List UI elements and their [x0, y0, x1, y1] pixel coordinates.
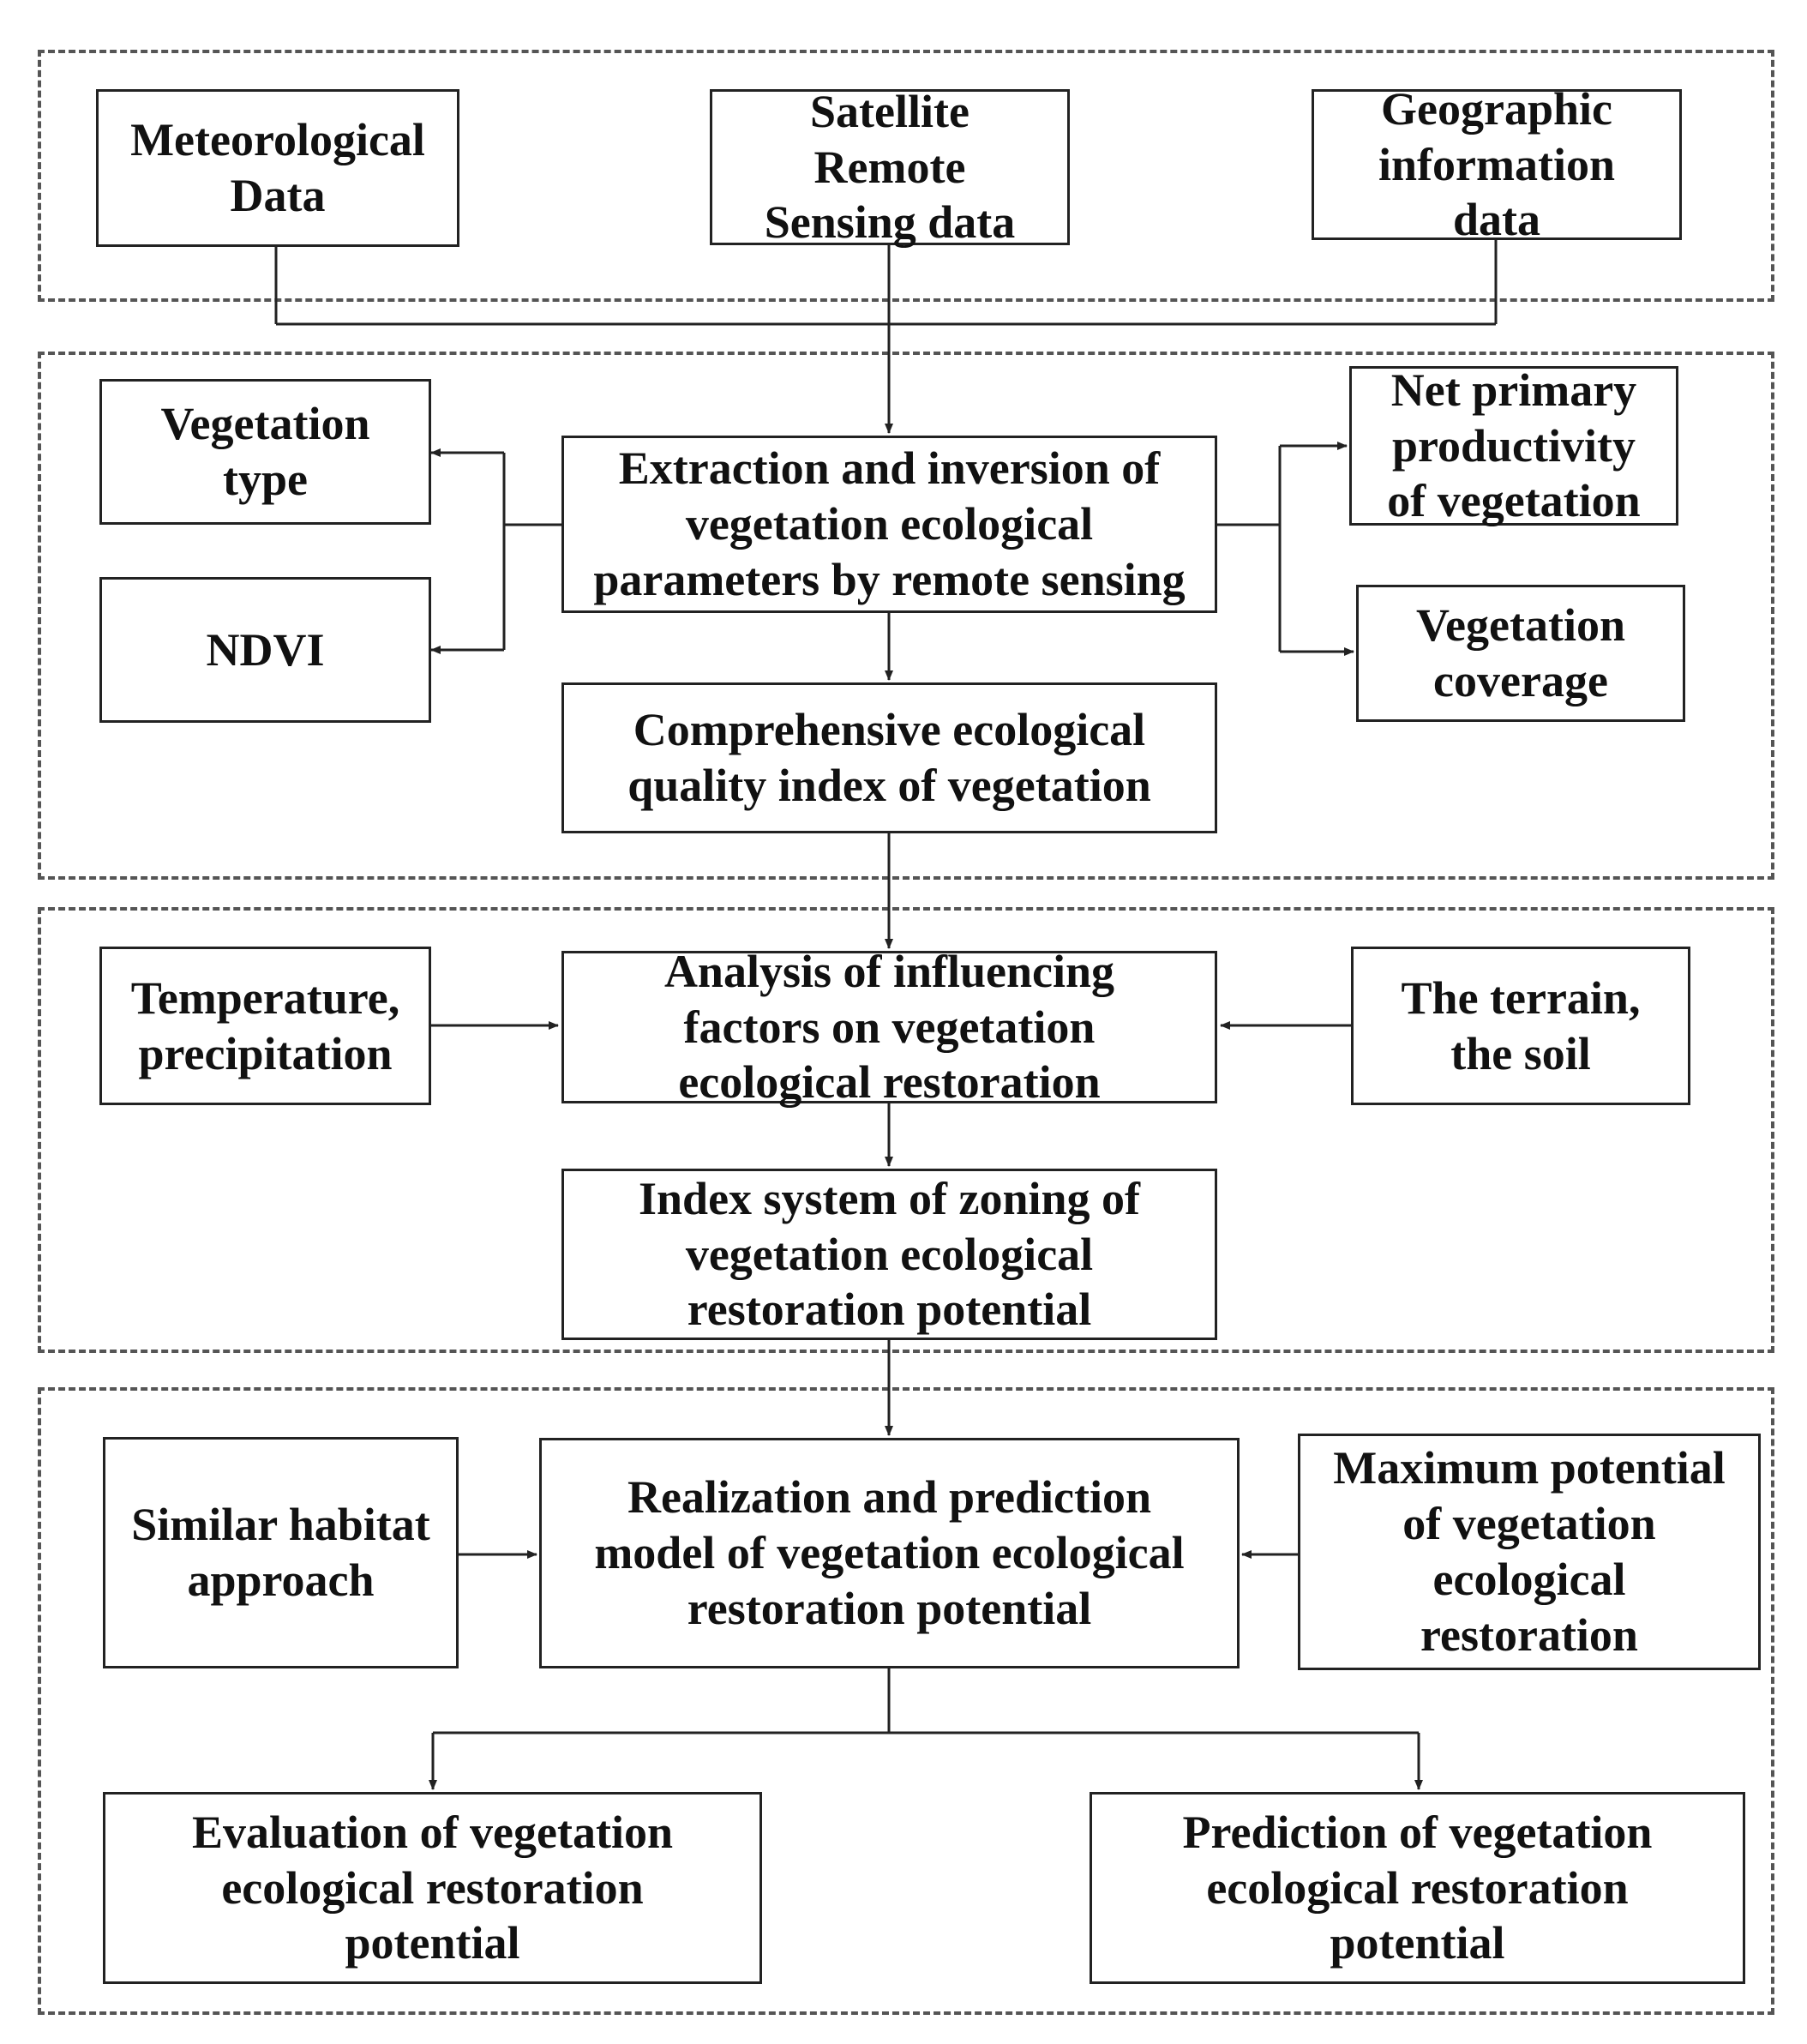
box-index-system: Index system of zoning of vegetation eco…	[561, 1169, 1217, 1340]
panel-potential-modeling	[38, 1387, 1774, 2015]
label-net-primary-productivity: Net primary productivity of vegetation	[1387, 364, 1641, 527]
box-net-primary-productivity: Net primary productivity of vegetation	[1349, 364, 1678, 527]
label-terrain-soil: The terrain, the soil	[1401, 971, 1641, 1079]
label-meteorological-data: Meteorological Data	[130, 114, 425, 221]
label-vegetation-type: Vegetation type	[160, 398, 370, 505]
box-influencing-factors: Analysis of influencing factors on veget…	[561, 946, 1217, 1108]
panel-data-sources	[38, 50, 1774, 302]
box-evaluation: Evaluation of vegetation ecological rest…	[103, 1792, 762, 1984]
label-index-system: Index system of zoning of vegetation eco…	[638, 1172, 1140, 1336]
box-temperature-precipitation: Temperature, precipitation	[99, 947, 431, 1105]
label-influencing-factors: Analysis of influencing factors on veget…	[663, 945, 1115, 1109]
box-geographic-information: Geographic information data	[1312, 83, 1682, 245]
label-satellite-remote-sensing: Satellite Remote Sensing data	[764, 85, 1016, 249]
label-ndvi: NDVI	[206, 623, 325, 676]
box-extraction-inversion: Extraction and inversion of vegetation e…	[561, 436, 1217, 613]
label-geographic-information: Geographic information data	[1378, 82, 1615, 246]
panel-influencing-factors	[38, 907, 1774, 1353]
box-similar-habitat: Similar habitat approach	[103, 1437, 459, 1668]
box-vegetation-coverage: Vegetation coverage	[1356, 585, 1685, 722]
label-extraction-inversion: Extraction and inversion of vegetation e…	[593, 442, 1186, 605]
panel-parameter-inversion	[38, 352, 1774, 880]
label-temperature-precipitation: Temperature, precipitation	[130, 971, 400, 1079]
box-vegetation-type: Vegetation type	[99, 379, 431, 525]
label-vegetation-coverage: Vegetation coverage	[1416, 599, 1625, 706]
box-meteorological-data: Meteorological Data	[96, 89, 459, 247]
box-comprehensive-index: Comprehensive ecological quality index o…	[561, 682, 1217, 833]
box-satellite-remote-sensing: Satellite Remote Sensing data	[710, 86, 1070, 248]
box-terrain-soil: The terrain, the soil	[1351, 947, 1690, 1105]
label-prediction-model: Realization and prediction model of vege…	[594, 1471, 1185, 1634]
box-prediction: Prediction of vegetation ecological rest…	[1090, 1792, 1745, 1984]
label-maximum-potential: Maximum potential of vegetation ecologic…	[1333, 1442, 1726, 1661]
label-similar-habitat: Similar habitat approach	[131, 1499, 430, 1606]
box-maximum-potential: Maximum potential of vegetation ecologic…	[1298, 1434, 1761, 1670]
label-prediction: Prediction of vegetation ecological rest…	[1182, 1806, 1653, 1969]
box-ndvi: NDVI	[99, 577, 431, 723]
label-evaluation: Evaluation of vegetation ecological rest…	[192, 1806, 673, 1969]
box-prediction-model: Realization and prediction model of vege…	[539, 1438, 1240, 1668]
label-comprehensive-index: Comprehensive ecological quality index o…	[627, 704, 1151, 811]
